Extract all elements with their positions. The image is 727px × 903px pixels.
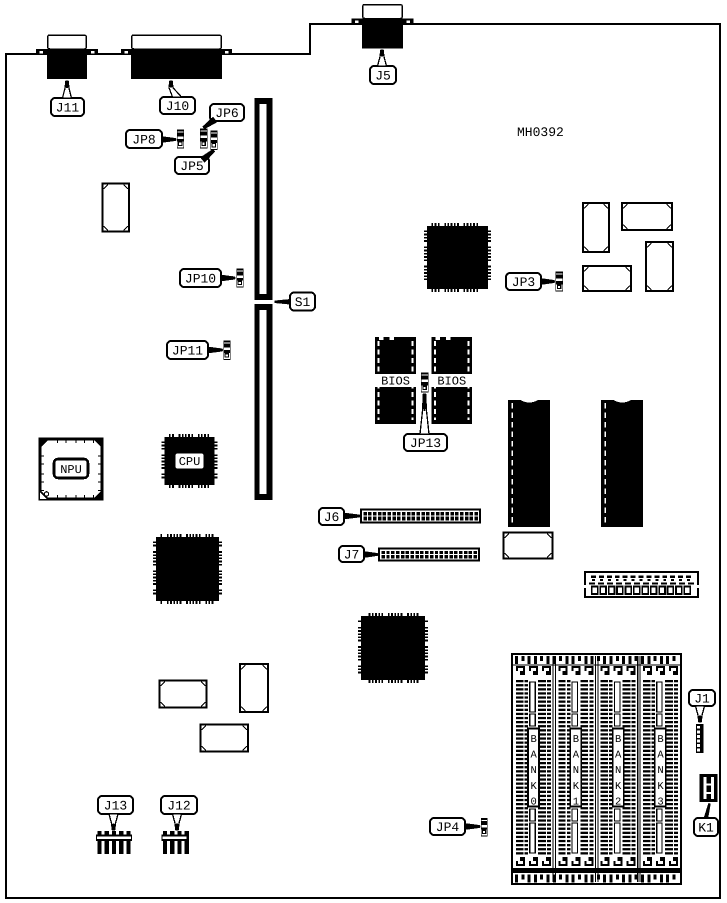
svg-text:JP3: JP3 (512, 275, 535, 290)
svg-text:JP6: JP6 (215, 106, 238, 121)
svg-text:J5: J5 (375, 69, 391, 84)
svg-text:NPU: NPU (60, 463, 82, 477)
svg-text:A: A (615, 750, 622, 762)
svg-text:K: K (573, 781, 580, 793)
svg-text:J7: J7 (344, 548, 360, 563)
svg-text:A: A (530, 750, 537, 762)
svg-text:B: B (530, 734, 536, 746)
svg-text:JP4: JP4 (436, 820, 460, 835)
svg-text:1: 1 (573, 796, 579, 808)
svg-text:J10: J10 (166, 99, 189, 114)
svg-text:J12: J12 (167, 799, 190, 814)
svg-text:J13: J13 (104, 799, 127, 814)
svg-text:N: N (615, 765, 621, 777)
svg-text:B: B (573, 734, 579, 746)
svg-text:S1: S1 (295, 295, 311, 310)
svg-text:N: N (573, 765, 579, 777)
svg-text:K: K (615, 781, 622, 793)
svg-text:K: K (657, 781, 664, 793)
svg-text:CPU: CPU (179, 455, 201, 469)
svg-text:A: A (573, 750, 580, 762)
svg-text:J6: J6 (324, 510, 340, 525)
svg-text:JP8: JP8 (132, 133, 155, 148)
svg-text:N: N (530, 765, 536, 777)
svg-text:MH0392: MH0392 (517, 125, 564, 140)
svg-text:B: B (615, 734, 621, 746)
svg-text:N: N (657, 765, 663, 777)
svg-text:0: 0 (530, 796, 536, 808)
svg-text:B: B (657, 734, 663, 746)
svg-text:J1: J1 (694, 692, 710, 707)
svg-text:JP13: JP13 (410, 436, 441, 451)
svg-text:K1: K1 (698, 821, 714, 836)
svg-text:JP10: JP10 (185, 272, 216, 287)
svg-text:JP5: JP5 (180, 159, 203, 174)
svg-text:BIOS: BIOS (437, 375, 466, 389)
svg-text:2: 2 (615, 796, 621, 808)
svg-text:JP11: JP11 (172, 344, 203, 359)
svg-text:J11: J11 (56, 101, 80, 116)
svg-text:3: 3 (657, 796, 663, 808)
svg-text:BIOS: BIOS (381, 375, 410, 389)
svg-text:K: K (530, 781, 537, 793)
svg-text:A: A (657, 750, 664, 762)
